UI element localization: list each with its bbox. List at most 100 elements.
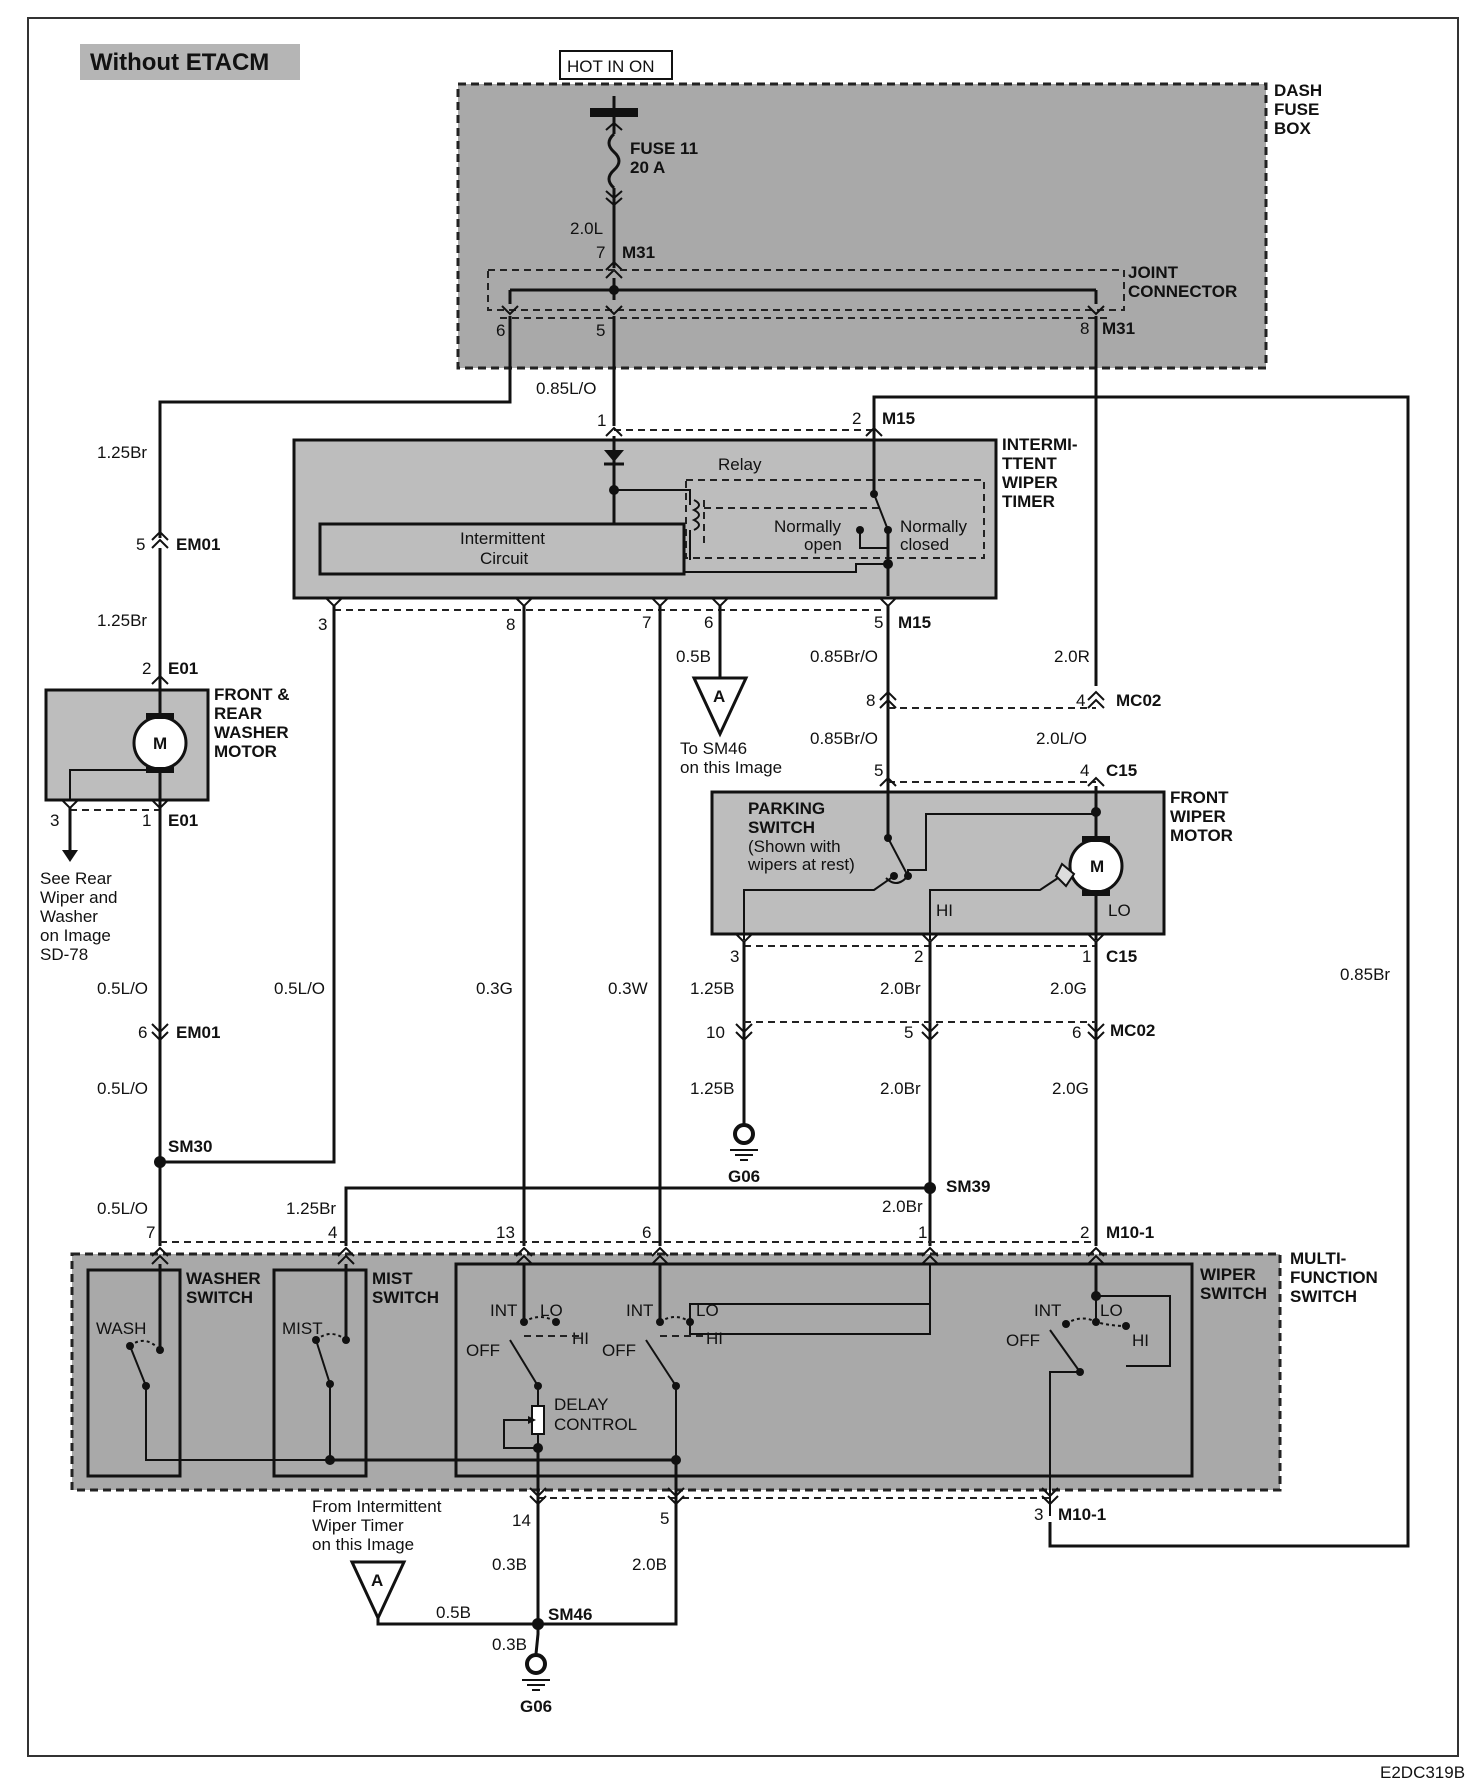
pin-jc-6: 6 [496, 321, 505, 340]
splice-sm30 [154, 1156, 166, 1168]
svg-text:WIPER: WIPER [1170, 807, 1226, 826]
wire-spec-0-85br: 0.85Br [1340, 965, 1390, 984]
connector-m15-bottom: M15 [898, 613, 931, 632]
wire-spec-2-0lo: 2.0L/O [1036, 729, 1087, 748]
wire-spec-0-3b-b: 0.3B [492, 1635, 527, 1654]
svg-text:SWITCH: SWITCH [748, 818, 815, 837]
wiper-switch: WIPER SWITCH INT LO HI OFF DELAY CONTROL… [454, 1262, 1267, 1516]
wire-spec-2-0r: 2.0R [1054, 647, 1090, 666]
svg-text:SWITCH: SWITCH [1200, 1284, 1267, 1303]
svg-text:G06: G06 [728, 1167, 760, 1186]
svg-text:HI: HI [572, 1329, 589, 1348]
intermittent-wiper-timer: INTERMI- TTENT WIPER TIMER [292, 435, 1078, 600]
svg-text:To SM46: To SM46 [680, 739, 747, 758]
pin-mfs-3: 3 [1034, 1505, 1043, 1524]
svg-text:LO: LO [1108, 901, 1131, 920]
mist-switch: MIST SWITCH MIST [272, 1264, 676, 1478]
pin-mfs-7: 7 [146, 1223, 155, 1242]
washer-motor: FRONT & REAR WASHER MOTOR M [44, 682, 290, 814]
wire-spec-0-5lo-a: 0.5L/O [97, 979, 148, 998]
svg-text:on Image: on Image [40, 926, 111, 945]
connector-m15-top: M15 [882, 409, 915, 428]
svg-text:Wiper and: Wiper and [40, 888, 117, 907]
svg-text:SWITCH: SWITCH [1290, 1287, 1357, 1306]
svg-text:SD-78: SD-78 [40, 945, 88, 964]
pin-mc02-8: 8 [866, 691, 875, 710]
wire-spec-2-0l: 2.0L [570, 219, 603, 238]
svg-text:M: M [1090, 857, 1104, 876]
svg-text:A: A [713, 687, 725, 706]
svg-text:WASHER: WASHER [214, 723, 289, 742]
wire-spec-2-0b: 2.0B [632, 1555, 667, 1574]
relay: Relay Normally open Normally closed [614, 436, 985, 596]
figure-id: E2DC319B [1380, 1763, 1465, 1782]
wire-spec-1-25b-a: 1.25B [690, 979, 734, 998]
wire-spec-0-85lo: 0.85L/O [536, 379, 597, 398]
pin-mc02-4: 4 [1076, 691, 1085, 710]
svg-text:(Shown with: (Shown with [748, 837, 841, 856]
connector-mc02-lower: MC02 [1110, 1021, 1155, 1040]
svg-text:REAR: REAR [214, 704, 262, 723]
svg-text:SWITCH: SWITCH [186, 1288, 253, 1307]
hot-in-on-label: HOT IN ON [559, 50, 673, 80]
pin-mfs-1: 1 [918, 1223, 927, 1242]
pin-timer-7: 7 [642, 613, 651, 632]
wire-spec-1-25br-c: 1.25Br [286, 1199, 336, 1218]
arrow-to-rear-wiper [62, 850, 78, 862]
svg-text:Normally: Normally [900, 517, 968, 536]
svg-text:MIST: MIST [282, 1319, 323, 1338]
svg-text:MOTOR: MOTOR [214, 742, 277, 761]
pin-mfs-6: 6 [642, 1223, 651, 1242]
pin-jc-5: 5 [596, 321, 605, 340]
svg-text:INT: INT [1034, 1301, 1061, 1320]
svg-text:WASHER: WASHER [186, 1269, 261, 1288]
pin-jc-8: 8 [1080, 319, 1089, 338]
pin-mfs-13: 13 [496, 1223, 515, 1242]
svg-text:TIMER: TIMER [1002, 492, 1055, 511]
connector-e01-bottom: E01 [168, 811, 198, 830]
splice-sm39 [924, 1182, 936, 1194]
wire-spec-2-0br-b: 2.0Br [880, 1079, 921, 1098]
pin-mc02-5: 5 [904, 1023, 913, 1042]
connector-c15-top: C15 [1106, 761, 1137, 780]
svg-text:on this Image: on this Image [312, 1535, 414, 1554]
page-border [27, 17, 1459, 1757]
svg-text:open: open [804, 535, 842, 554]
pin-c15-2: 2 [914, 947, 923, 966]
connector-mc02-upper: MC02 [1116, 691, 1161, 710]
wire-spec-2-0g-b: 2.0G [1052, 1079, 1089, 1098]
wire-spec-2-0br-a: 2.0Br [880, 979, 921, 998]
connector-c15-bottom: C15 [1106, 947, 1137, 966]
svg-text:HI: HI [1132, 1331, 1149, 1350]
multi-function-switch: MULTI- FUNCTION SWITCH [70, 1249, 1378, 1492]
ground-g06-upper: G06 [728, 1123, 760, 1186]
svg-text:JOINT: JOINT [1128, 263, 1179, 282]
fuse-11: FUSE 11 20 A [590, 96, 698, 268]
connector-e01-top: E01 [168, 659, 198, 678]
svg-text:20 A: 20 A [630, 158, 665, 177]
svg-text:WIPER: WIPER [1200, 1265, 1256, 1284]
svg-text:INTERMI-: INTERMI- [1002, 435, 1078, 454]
svg-text:Intermittent: Intermittent [460, 529, 545, 548]
svg-text:FUSE 11: FUSE 11 [630, 139, 698, 158]
pin-e01-2: 2 [142, 659, 151, 678]
offpage-ref-from-timer: A [349, 1560, 407, 1622]
svg-text:TTENT: TTENT [1002, 454, 1057, 473]
svg-text:Washer: Washer [40, 907, 98, 926]
svg-text:BOX: BOX [1274, 119, 1312, 138]
svg-text:DELAY: DELAY [554, 1395, 609, 1414]
svg-text:HI: HI [706, 1329, 723, 1348]
front-wiper-motor: FRONT WIPER MOTOR PARKING SWITCH (Shown … [710, 786, 1233, 940]
svg-text:INT: INT [626, 1301, 653, 1320]
wire-1-25br-sm39-to-mist [344, 1186, 930, 1246]
pin-c15-1: 1 [1082, 947, 1091, 966]
svg-text:closed: closed [900, 535, 949, 554]
washer-switch: WASHER SWITCH WASH [86, 1264, 330, 1478]
pin-c15-5: 5 [874, 761, 883, 780]
diode [604, 436, 624, 525]
svg-text:OFF: OFF [466, 1341, 500, 1360]
wire-spec-0-85bro-a: 0.85Br/O [810, 647, 878, 666]
pin-e01-3: 3 [50, 811, 59, 830]
pin-mfs-2: 2 [1080, 1223, 1089, 1242]
wire-2-0b-mfs-5 [538, 1460, 678, 1626]
